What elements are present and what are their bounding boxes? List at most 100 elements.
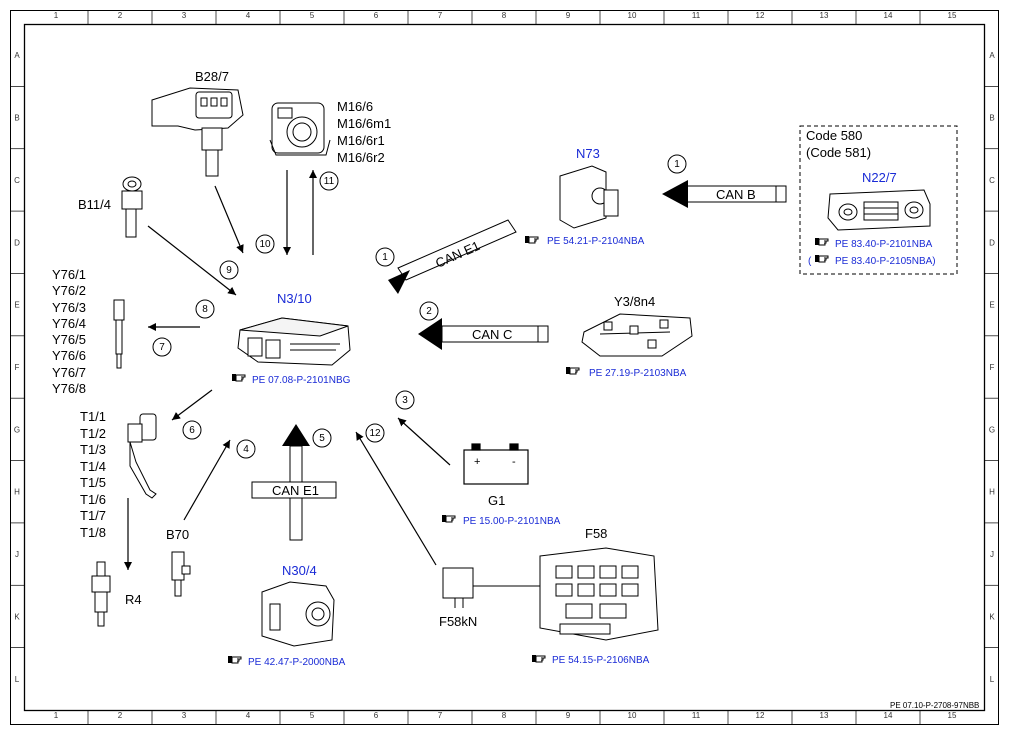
y76-label-4: Y76/4: [52, 316, 86, 331]
n73-ref[interactable]: PE 54.21-P-2104NBA: [547, 236, 645, 247]
grid-col-label: 11: [692, 11, 701, 20]
engine-control-unit-drawing: [237, 317, 351, 366]
grid-col-label: 14: [884, 11, 893, 20]
y76-label-7: Y76/7: [52, 365, 86, 380]
component-t1-ignition-coils: T1/1 T1/2 T1/3 T1/4 T1/5 T1/6 T1/7 T1/8: [80, 409, 157, 540]
grid-row-label: E: [989, 301, 994, 310]
t1-label-2: T1/2: [80, 426, 106, 441]
r4-label: R4: [125, 592, 142, 607]
t1-label-6: T1/6: [80, 492, 106, 507]
t1-label-4: T1/4: [80, 459, 106, 474]
n22-code-581: (Code 581): [806, 145, 871, 160]
central-unit-ref[interactable]: PE 07.08-P-2101NBG: [252, 375, 351, 386]
pointing-hand-icon: [814, 254, 829, 263]
grid-row-label: K: [14, 612, 20, 621]
n73-label[interactable]: N73: [576, 146, 600, 161]
can-b-label: CAN B: [716, 187, 756, 202]
grid-col-label: 4: [246, 11, 251, 20]
component-b70: B70: [166, 527, 191, 597]
component-y76-injectors: Y76/1 Y76/2 Y76/3 Y76/4 Y76/5 Y76/6 Y76/…: [52, 267, 125, 396]
grid-row-label: K: [989, 612, 995, 621]
n30-label[interactable]: N30/4: [282, 563, 317, 578]
ignition-coil-drawing: [127, 413, 157, 499]
svg-text:6: 6: [189, 425, 195, 436]
grid-col-label: 8: [502, 11, 507, 20]
n22-ref-1[interactable]: PE 83.40-P-2101NBA: [835, 239, 933, 250]
grid-col-label: 6: [374, 11, 379, 20]
grid-row-label: L: [990, 675, 995, 684]
can-bus-e1-upper: CAN E1: [388, 219, 517, 294]
reference-number-circle: 10: [255, 234, 275, 254]
reference-number-circle: 5: [312, 428, 332, 448]
option-code-box: [799, 125, 958, 275]
grid-col-label: 15: [948, 11, 957, 20]
grid-row-label: J: [15, 550, 19, 559]
reference-number-circle: 3: [395, 390, 415, 410]
component-n30-4: N30/4 PE 42.47-P-2000NBA: [227, 563, 346, 668]
grid-row-label: G: [989, 425, 995, 434]
reference-number-circle: 4: [236, 439, 256, 459]
grid-reference-labels: 1122334455667788991010111112121313141415…: [10, 10, 999, 725]
f58-label: F58: [585, 526, 607, 541]
injector-drawing: [113, 299, 125, 369]
arrow-b70-to-n3: [183, 439, 231, 521]
n30-ref[interactable]: PE 42.47-P-2000NBA: [248, 657, 346, 668]
component-n73: N73 PE 54.21-P-2104NBA: [524, 146, 645, 247]
grid-col-label: 2: [118, 11, 123, 20]
can-bus-e1-lower: CAN E1: [251, 424, 337, 541]
pointing-hand-icon: [565, 366, 580, 375]
n22-ref-2[interactable]: PE 83.40-P-2105NBA): [835, 256, 936, 267]
svg-text:9: 9: [226, 265, 232, 276]
component-r4: R4: [91, 561, 142, 627]
component-f58kn: F58kN: [439, 567, 477, 629]
pointing-hand-icon: [814, 237, 829, 246]
grid-col-label: 7: [438, 711, 443, 720]
m16-label-1: M16/6: [337, 99, 373, 114]
arrow-b28-to-n3: [214, 185, 244, 254]
grid-col-label: 15: [948, 711, 957, 720]
pointing-hand-icon: [227, 655, 242, 664]
grid-col-label: 3: [182, 11, 187, 20]
y76-label-1: Y76/1: [52, 267, 86, 282]
svg-text:11: 11: [324, 176, 335, 187]
grid-row-label: H: [14, 488, 20, 497]
hydraulic-unit-drawing: [261, 581, 335, 647]
transmission-control-drawing: [581, 313, 693, 357]
y3-label: Y3/8n4: [614, 294, 655, 309]
signal-arrows: [124, 170, 451, 570]
svg-text:4: 4: [243, 444, 249, 455]
grid-col-label: 9: [566, 11, 571, 20]
y76-label-3: Y76/3: [52, 300, 86, 315]
grid-col-label: 8: [502, 711, 507, 720]
svg-text:1: 1: [382, 252, 388, 263]
pointing-hand-icon: [531, 654, 546, 663]
pointing-hand-icon: [441, 514, 456, 523]
can-bus-c: CAN C: [418, 318, 549, 350]
grid-row-label: D: [14, 238, 20, 247]
f58-ref[interactable]: PE 54.15-P-2106NBA: [552, 655, 650, 666]
grid-col-label: 1: [54, 711, 59, 720]
grid-row-label: B: [14, 114, 19, 123]
svg-text:5: 5: [319, 433, 325, 444]
central-unit-label: N3/10: [277, 291, 312, 306]
grid-row-label: G: [14, 425, 20, 434]
can-c-label: CAN C: [472, 327, 512, 342]
n22-label[interactable]: N22/7: [862, 170, 897, 185]
y3-ref[interactable]: PE 27.19-P-2103NBA: [589, 368, 687, 379]
reference-number-circle: 1: [667, 154, 687, 174]
fuse-box-drawing: [539, 547, 659, 641]
g1-ref[interactable]: PE 15.00-P-2101NBA: [463, 516, 561, 527]
grid-col-label: 14: [884, 711, 893, 720]
grid-row-label: E: [14, 301, 19, 310]
b28-label: B28/7: [195, 69, 229, 84]
reference-number-circle: 1: [375, 247, 395, 267]
b11-label: B11/4: [78, 197, 111, 212]
grid-col-label: 10: [628, 11, 637, 20]
grid-col-label: 9: [566, 711, 571, 720]
t1-label-5: T1/5: [80, 475, 106, 490]
grid-row-label: F: [15, 363, 20, 372]
f58kn-label: F58kN: [439, 614, 477, 629]
component-f58: F58 PE 54.15-P-2106NBA: [473, 526, 659, 666]
battery-plus: +: [474, 456, 480, 468]
